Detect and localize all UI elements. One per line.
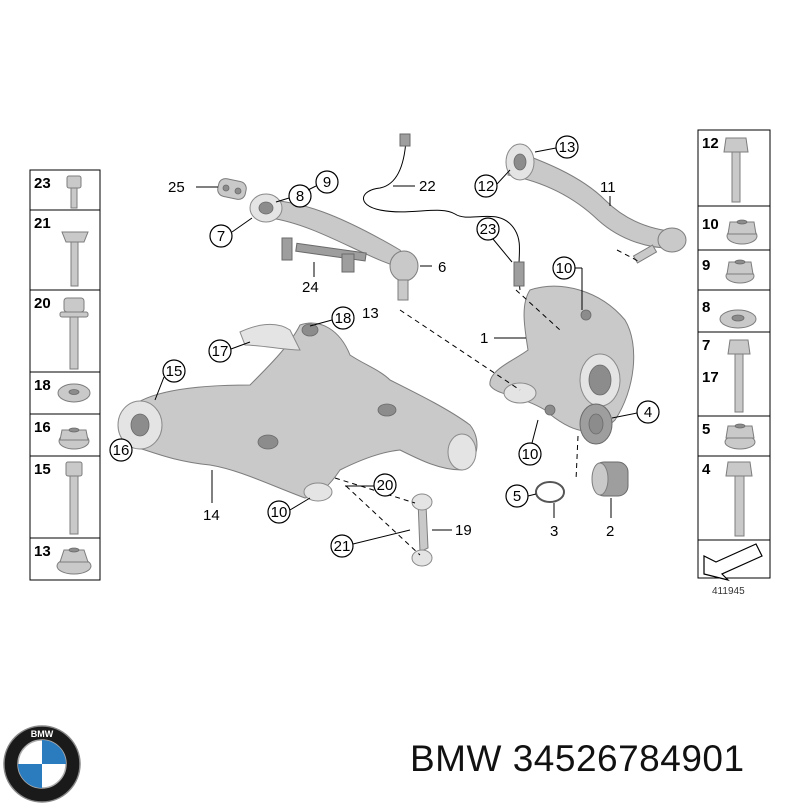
- collar-nut-13-icon: [56, 547, 92, 575]
- callout-21: 21: [334, 538, 351, 555]
- callout-15: 15: [166, 363, 183, 380]
- left-label-18: 18: [34, 377, 51, 394]
- svg-text:BMW: BMW: [31, 729, 54, 739]
- rubber-bushing: [591, 461, 629, 497]
- right-label-8: 8: [702, 299, 710, 316]
- callout-13-upper: 13: [559, 139, 576, 156]
- direction-arrow-icon: [703, 543, 763, 582]
- wiring-bracket-icon: [281, 237, 367, 273]
- left-hardware-column: 23 21 20 18 16 15 13: [29, 169, 101, 581]
- callout-19: 19: [455, 522, 472, 539]
- washer-18-icon: [57, 383, 91, 403]
- callout-10-subframe: 10: [271, 504, 288, 521]
- bolt-15-icon: [65, 461, 83, 535]
- callout-20: 20: [377, 477, 394, 494]
- callout-12: 12: [478, 178, 495, 195]
- brand-name: BMW: [410, 738, 502, 779]
- bolt-7-icon: [727, 339, 751, 413]
- callout-7: 7: [217, 228, 225, 245]
- callout-8: 8: [296, 188, 304, 205]
- gasket-icon: [217, 178, 247, 200]
- bolt-12-icon: [723, 137, 749, 203]
- callout-16: 16: [113, 442, 130, 459]
- upper-link-arm: [505, 143, 687, 264]
- callout-24: 24: [302, 279, 319, 296]
- callout-18: 18: [335, 310, 352, 327]
- nut-9-icon: [725, 259, 755, 284]
- washer-8-icon: [719, 309, 757, 329]
- nut-16-icon: [58, 427, 90, 450]
- right-label-12: 12: [702, 135, 719, 152]
- callout-9: 9: [323, 174, 331, 191]
- bolt-23-icon: [66, 175, 82, 209]
- part-caption: BMW 34526784901: [410, 738, 745, 780]
- wheel-bearing: [579, 403, 613, 445]
- callout-11: 11: [600, 179, 616, 196]
- dashed-connectors: [334, 249, 641, 556]
- right-label-5: 5: [702, 421, 710, 438]
- callout-1: 1: [480, 330, 488, 347]
- callout-3: 3: [550, 523, 558, 540]
- toe-link: [411, 493, 433, 567]
- left-label-16: 16: [34, 419, 51, 436]
- part-number: 34526784901: [512, 738, 745, 779]
- right-label-10: 10: [702, 216, 719, 233]
- flange-bolt-21-icon: [61, 231, 89, 287]
- bmw-logo-icon: BMW: [3, 725, 81, 803]
- right-label-17: 17: [702, 369, 719, 386]
- left-label-13: 13: [34, 543, 51, 560]
- right-hardware-column: 12 10 9 8 7 17 5 4: [697, 129, 771, 582]
- nut-10-icon: [726, 219, 758, 245]
- callout-22: 22: [419, 178, 436, 195]
- abs-sensor-wire: [363, 133, 525, 291]
- rear-subframe: [117, 322, 478, 502]
- left-label-23: 23: [34, 175, 51, 192]
- callout-6: 6: [438, 259, 446, 276]
- callouts: 25 8 9 22 7 24 6 18 13 17 15: [109, 135, 660, 558]
- callout-10-knuckle: 10: [556, 260, 573, 277]
- callout-10-lower: 10: [522, 446, 539, 463]
- callout-13-left: 13: [362, 305, 379, 322]
- bolt-20-icon: [59, 297, 89, 370]
- left-label-21: 21: [34, 215, 51, 232]
- left-label-15: 15: [34, 461, 51, 478]
- right-label-9: 9: [702, 257, 710, 274]
- circlip: [535, 481, 565, 503]
- right-label-7: 7: [702, 337, 710, 354]
- right-label-4: 4: [702, 461, 711, 478]
- callout-25: 25: [168, 179, 185, 196]
- nut-5-icon: [724, 423, 756, 450]
- callout-4: 4: [644, 404, 652, 421]
- callout-2: 2: [606, 523, 614, 540]
- drawing-number: 411945: [712, 586, 745, 597]
- left-label-20: 20: [34, 295, 51, 312]
- bolt-4-icon: [725, 461, 753, 537]
- wheel-carrier: [489, 285, 635, 432]
- upper-control-arm: [249, 193, 419, 301]
- callout-14: 14: [203, 507, 220, 524]
- callout-17: 17: [212, 343, 229, 360]
- callout-23: 23: [480, 221, 497, 238]
- callout-5: 5: [513, 488, 521, 505]
